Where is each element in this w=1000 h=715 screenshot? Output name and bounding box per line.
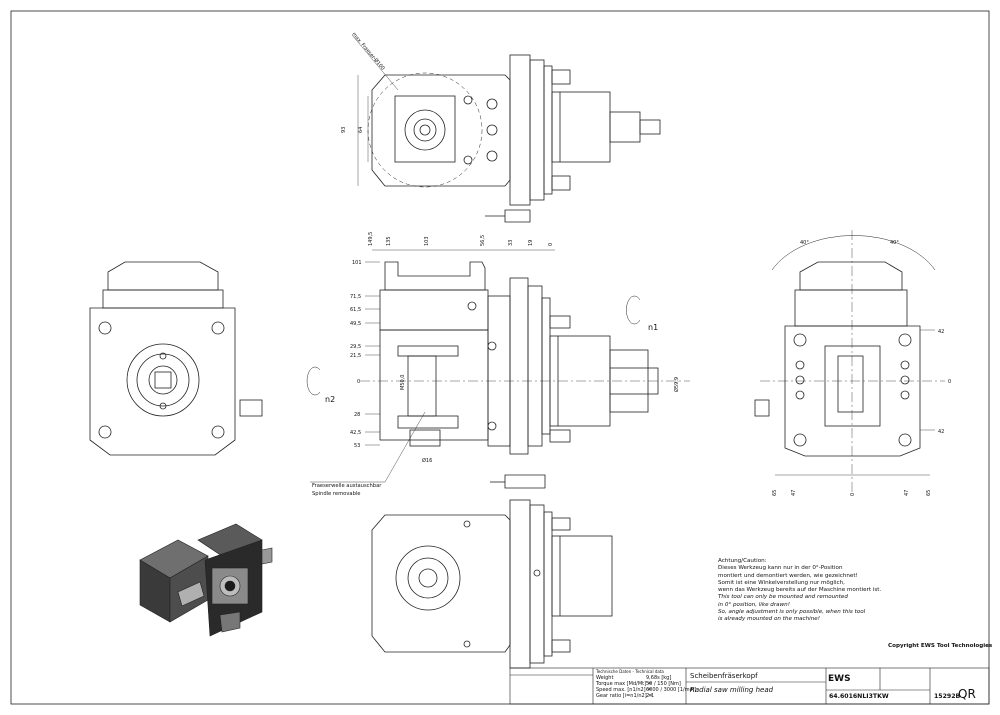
dim-top-6: 0 bbox=[548, 243, 554, 246]
dim-left-6: 0 bbox=[357, 379, 360, 385]
axis-label-n2: n2 bbox=[325, 395, 335, 404]
caution-de-4: wenn das Werkzeug bereits auf der Maschi… bbox=[718, 587, 882, 594]
dim-shaft: M50,0 bbox=[400, 375, 406, 390]
copyright-title: Copyright EWS Tool Technologies bbox=[888, 643, 993, 649]
weight-label: Weight bbox=[596, 675, 614, 681]
dim-bottom-47b: 47 bbox=[904, 490, 910, 496]
caution-en-3: So, angle adjustment is only possible, w… bbox=[718, 609, 866, 616]
dim-spindle-dia: Ø16 bbox=[422, 457, 432, 464]
title-block bbox=[509, 667, 990, 705]
dim-top-height: 93 bbox=[341, 127, 347, 133]
caution-note: Achtung/Caution: Dieses Werkzeug kann nu… bbox=[718, 558, 918, 624]
dim-top-inner: 64 bbox=[358, 127, 364, 133]
product-name-de: Scheibenfräserkopf bbox=[690, 672, 758, 680]
dim-left-0: 101 bbox=[352, 260, 362, 266]
dim-top-1: 135 bbox=[386, 236, 392, 246]
bottom-view bbox=[371, 474, 613, 669]
caution-de-1: Dieses Werkzeug kann nur in der 0°-Posit… bbox=[718, 565, 843, 572]
dim-fraeser-max: max. Fraeser-Ø100 bbox=[350, 31, 386, 72]
axis-label-n1: n1 bbox=[648, 323, 658, 332]
dim-left-4: 29,5 bbox=[350, 344, 361, 350]
ratio-label: Gear ratio [i=n1/n2] = bbox=[596, 693, 653, 699]
dim-left-8: 42,5 bbox=[350, 430, 361, 436]
ratio-value: 2:1 bbox=[646, 693, 655, 699]
dim-right-42-bottom: 42 bbox=[938, 429, 944, 435]
product-name-en: Radial saw milling head bbox=[690, 686, 774, 694]
dim-top-3: 56,5 bbox=[480, 235, 486, 246]
dim-left-7: 28 bbox=[354, 412, 360, 418]
weight-value: 9,68s [kg] bbox=[646, 675, 672, 681]
dim-collar-dia: Ø59,9 bbox=[673, 377, 680, 392]
dim-top-2: 103 bbox=[424, 236, 430, 246]
dim-bottom-65b: 65 bbox=[926, 490, 932, 496]
top-view bbox=[351, 34, 661, 223]
dim-left-9: 53 bbox=[354, 443, 360, 449]
front-view bbox=[306, 249, 690, 483]
torque-label: Torque max [Md/Mt] = bbox=[596, 681, 652, 687]
dim-top-5: 19 bbox=[528, 240, 534, 246]
isometric-view bbox=[139, 523, 273, 637]
qr-placeholder: QR bbox=[958, 687, 976, 701]
drawing-number: 15292B bbox=[934, 693, 961, 700]
dim-left-3: 49,5 bbox=[350, 321, 361, 327]
caution-de-3: Somit ist eine Winkelverstellung nur mög… bbox=[718, 579, 845, 586]
angle-left: 40° bbox=[800, 240, 809, 246]
callout-line-1: Fraeserwelle austauschbar bbox=[312, 483, 382, 489]
dim-left-2: 61,5 bbox=[350, 307, 361, 313]
dim-right-0: 0 bbox=[948, 379, 951, 385]
angle-right: 40° bbox=[890, 240, 899, 246]
dim-right-42-top: 42 bbox=[938, 329, 944, 335]
side-view-left bbox=[89, 261, 263, 456]
ews-logo: EWS bbox=[828, 674, 851, 684]
side-view-right bbox=[754, 230, 945, 495]
dim-bottom-47a: 47 bbox=[791, 490, 797, 496]
caution-en-1: This tool can only be mounted and remoun… bbox=[718, 594, 848, 601]
drawing-frame bbox=[10, 10, 990, 705]
dim-top-0: 149,5 bbox=[368, 232, 374, 246]
torque-value: 50 / 150 [Nm] bbox=[646, 681, 681, 687]
specs-header: Technische Daten - Technical data bbox=[596, 669, 664, 674]
speed-label: Speed max. [n1/n2] = bbox=[596, 687, 652, 693]
dim-left-1: 71,5 bbox=[350, 294, 361, 300]
caution-de-2: montiert und demontiert werden, wie geze… bbox=[718, 572, 858, 579]
dim-bottom-0: 0 bbox=[850, 493, 856, 496]
speed-value: 6000 / 3000 [1/min] bbox=[646, 687, 697, 693]
caution-en-4: is already mounted on the machine! bbox=[718, 616, 820, 623]
part-number: 64.6016NLI3TKW bbox=[829, 693, 889, 700]
dim-top-4: 33 bbox=[508, 240, 514, 246]
dim-left-5: 21,5 bbox=[350, 353, 361, 359]
callout-line-2: Spindle removable bbox=[312, 491, 361, 497]
caution-title: Achtung/Caution: bbox=[718, 558, 767, 564]
caution-en-2: in 0° position, like drawn! bbox=[718, 601, 790, 608]
dim-bottom-65a: 65 bbox=[772, 490, 778, 496]
